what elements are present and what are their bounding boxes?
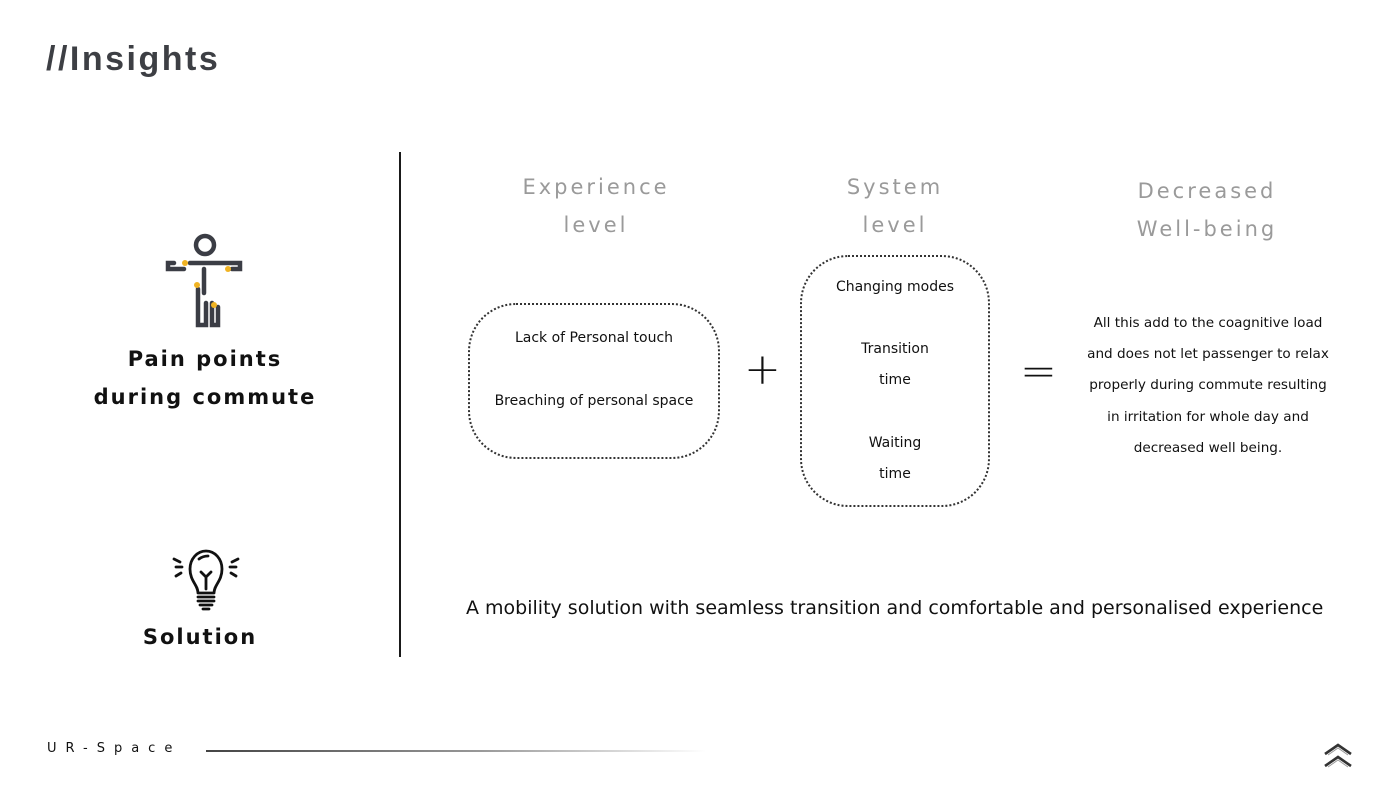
system-item: time [879,372,911,388]
wellbeing-description: All this add to the coagnitive load and … [1087,315,1329,456]
plus-operator: + [744,344,781,395]
system-item: Changing modes [835,279,955,295]
solution-statement: A mobility solution with seamless transi… [466,597,1324,619]
footer-gradient-line [206,750,706,752]
system-item: Transition [861,341,929,357]
pain-points-label: Pain points during commute [93,347,317,409]
system-level-box: Changing modes Transition time Waiting t… [800,255,990,507]
decreased-wellbeing-heading: Decreased Well-being [1136,179,1278,241]
equals-operator: = [1020,346,1057,397]
experience-item: Lack of Personal touch [514,330,674,346]
vertical-divider [399,152,401,657]
system-item: time [879,466,911,482]
system-level-heading: System level [846,175,944,237]
page-title: //Insights [46,40,221,78]
footer-brand: UR-Space [47,741,182,756]
person-body-icon [165,233,243,328]
double-chevron-logo-icon [1324,743,1352,768]
solution-label: Solution [142,625,258,649]
lightbulb-icon [172,549,240,611]
experience-item: Breaching of personal space [494,393,694,409]
experience-level-heading: Experience level [522,175,670,237]
experience-level-box: Lack of Personal touch Breaching of pers… [468,303,720,459]
system-item: Waiting [868,435,922,451]
